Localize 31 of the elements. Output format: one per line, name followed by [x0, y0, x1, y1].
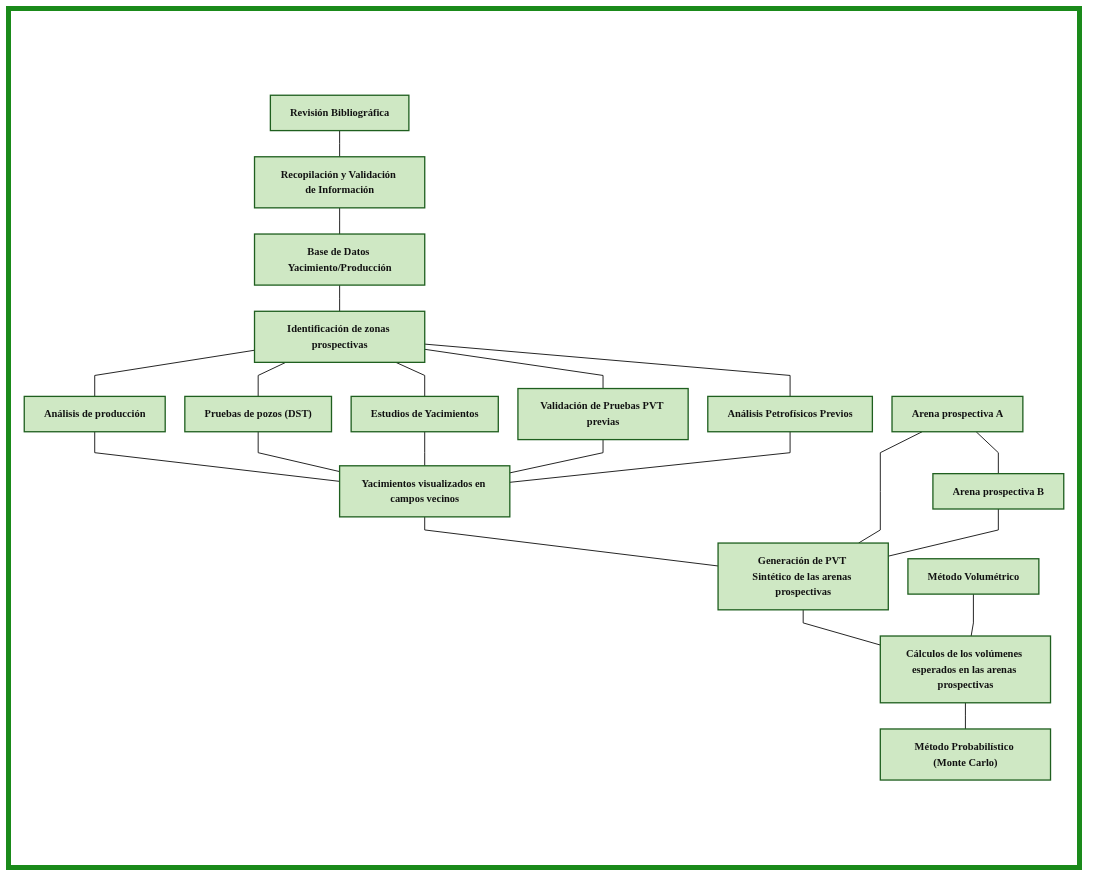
connector	[424, 349, 604, 390]
connector	[339, 284, 341, 313]
node-box	[879, 635, 1052, 704]
node-box	[707, 396, 874, 433]
node-box	[517, 388, 689, 441]
node-box	[338, 465, 511, 518]
connector	[339, 130, 341, 158]
connector	[424, 344, 791, 398]
connector	[509, 431, 791, 484]
connector	[970, 594, 974, 637]
node-box	[350, 396, 499, 433]
node-box	[253, 311, 426, 364]
node-box	[932, 473, 1065, 510]
connector	[424, 431, 426, 467]
node-box	[269, 94, 410, 132]
connector	[509, 439, 604, 474]
connector	[94, 350, 255, 398]
connector	[339, 207, 341, 235]
node-box	[891, 396, 1024, 433]
node-box	[253, 233, 426, 287]
connector	[975, 431, 999, 475]
connector	[424, 516, 719, 567]
node-box	[184, 396, 333, 433]
node-box	[717, 542, 889, 611]
node-box	[879, 728, 1052, 782]
node-box	[23, 396, 166, 433]
page-border: Revisión Bibliográfica Recopilación y Validación de Información Base de Datos Yacimiento/Producción Identificación de zonas prospectivas Análisis de producción Pruebas de pozos (DST) Estudios de Yacimientos Validación de Pruebas PVT previas Análisis Petrofísicos Previos Yacimientos visualizados en campos vecinos Arena prospectiva A Arena prospectiva B Generación de PVT Sintético de las arenas prospectivas Método Volumétrico Cálculos de los volúmenes esperados en las arenas prospectivas Método Probabilístico (Monte Carlo)	[6, 6, 1082, 870]
connector	[802, 609, 881, 646]
node-box	[907, 558, 1040, 596]
node-box	[253, 156, 426, 209]
connector	[964, 702, 966, 730]
